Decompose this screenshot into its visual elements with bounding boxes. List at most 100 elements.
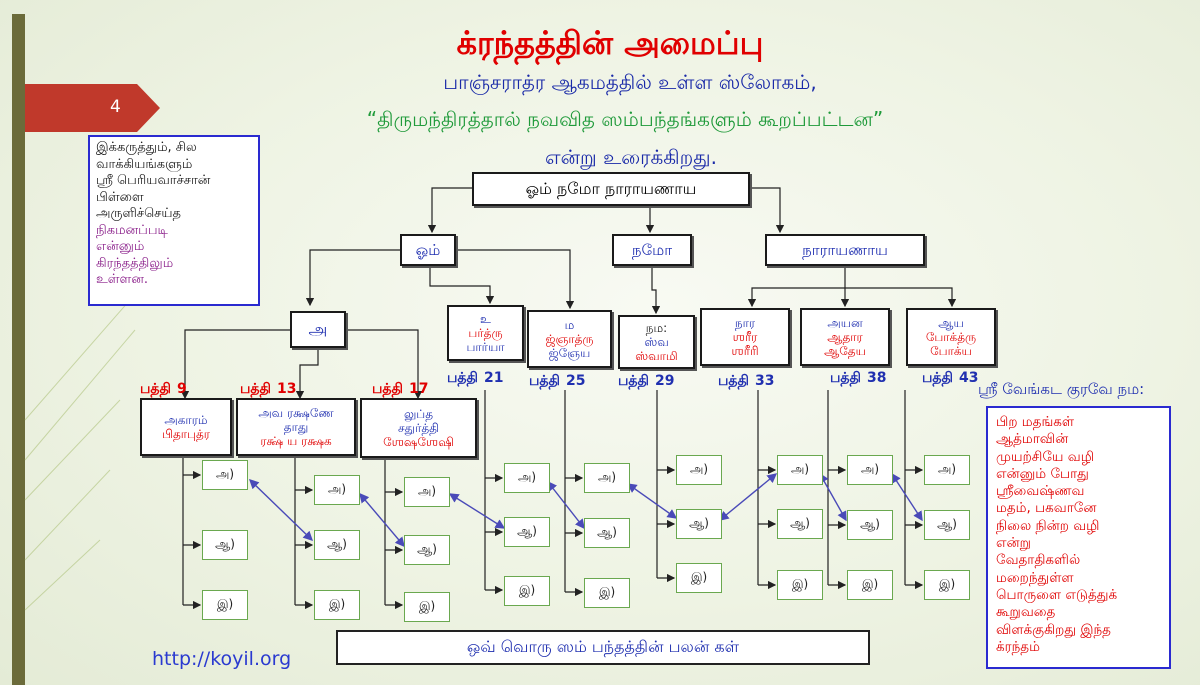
bottom-box: ஒவ் வொரு ஸம் பந்தத்தின் பலன் கள்	[336, 630, 870, 665]
subtitle-quote: “திருமந்திரத்தால் நவவித ஸம்பந்தங்களும் க…	[366, 107, 884, 131]
pathi-number: 9	[177, 381, 187, 397]
pathi-label-1: பத்தி 9	[140, 381, 187, 399]
pathi-label-7: பத்தி 33	[718, 373, 775, 391]
pathi-number: 43	[959, 370, 979, 386]
left-note-box: இக்கருத்தும், சில வாக்கியங்களும் ஸ்ரீ பெ…	[88, 135, 260, 306]
right-note-line: நிலை நின்ற வழி	[996, 517, 1100, 534]
pathi-number: 29	[655, 373, 675, 389]
group-line: உ	[480, 312, 491, 326]
right-note-line: என்னும் போது	[996, 465, 1089, 482]
namo-node: நமோ	[612, 234, 692, 266]
subtitle-line1: பாஞ்சராத்ர ஆகமத்தில் உள்ள ஸ்லோகம்,	[443, 70, 817, 94]
root-node: ஓம் நமோ நாராயணாய	[472, 172, 750, 206]
left-note-line: ஸ்ரீ பெரியவாச்சான்	[96, 173, 211, 188]
leaf-1a: அ)	[202, 460, 248, 490]
group-line: லுப்த	[403, 407, 434, 421]
left-note-line: உள்ளன.	[96, 272, 148, 287]
bottom-box-label: ஒவ் வொரு ஸம் பந்தத்தின் பலன் கள்	[466, 637, 740, 656]
leaf-3b: ஆ)	[404, 535, 450, 565]
pathi-word: பத்தி	[372, 381, 404, 397]
pathi-label-2: பத்தி13	[240, 381, 297, 399]
right-note-line: விளக்குகிறது இந்த	[996, 621, 1111, 638]
left-decoration-lines	[24, 299, 136, 611]
group-line: ஜ்ஞேய	[548, 346, 591, 360]
pathi-word: பத்தி	[718, 373, 750, 389]
right-note-line: கூறுவதை	[996, 604, 1056, 621]
pathi-label-8: பத்தி38	[830, 370, 887, 388]
pathi-label-9: பத்தி43	[922, 370, 979, 388]
pathi-number: 13	[277, 381, 297, 397]
a-node-label: அ	[308, 319, 328, 340]
group-line: ஆய	[938, 316, 964, 330]
right-note-box: பிற மதங்கள் ஆத்மாவின் முயற்சியே வழி என்ன…	[986, 406, 1171, 669]
group-line: அயன	[827, 316, 863, 330]
pathi-number: 33	[755, 373, 775, 389]
left-note-line: இக்கருத்தும், சில	[96, 140, 197, 155]
leaf-2b: ஆ)	[314, 530, 360, 560]
leaf-5c: இ)	[584, 578, 630, 608]
pathi-label-4: பத்தி 21	[447, 370, 504, 388]
group-node-9: ஆய போக்த்ரு போக்ய	[906, 308, 996, 366]
group-line: ம	[564, 318, 575, 332]
leaf-8a: அ)	[847, 455, 893, 485]
leaf-5b: ஆ)	[584, 518, 630, 548]
left-note-line: கிரந்தத்திலும்	[96, 255, 174, 271]
pathi-number: 21	[484, 370, 504, 386]
narayanaya-node-label: நாராயணாய	[802, 241, 888, 259]
pathi-word: பத்தி	[447, 370, 479, 386]
right-note-line: என்று	[996, 535, 1031, 552]
leaf-6a: அ)	[676, 455, 722, 485]
source-url: http://koyil.org	[152, 648, 292, 670]
pathi-number: 17	[409, 381, 429, 397]
group-node-3: லுப்த சதுர்த்தி ஶேஷஶேஷி	[360, 398, 477, 458]
right-note-line: பொருளை எடுத்துக்	[996, 586, 1118, 603]
leaf-1b: ஆ)	[202, 530, 248, 560]
narayanaya-node: நாராயணாய	[765, 234, 925, 266]
pathi-word: பத்தி	[529, 373, 561, 389]
leaf-6b: ஆ)	[676, 509, 722, 539]
group-line: பார்யா	[466, 340, 505, 354]
left-note-line: பிள்ளை	[96, 189, 144, 205]
slide-number: 4	[110, 97, 121, 117]
right-note-line: க்ரந்தம்	[996, 638, 1040, 655]
group-line: ஸ்வ	[644, 335, 669, 349]
pathi-label-6: பத்தி29	[618, 373, 675, 391]
namo-node-label: நமோ	[631, 241, 673, 259]
right-note-line: ஆத்மாவின்	[996, 431, 1069, 448]
group-line: தாது	[283, 420, 309, 434]
slide-number-tab: 4	[25, 84, 160, 132]
pathi-word: பத்தி	[140, 381, 172, 397]
group-node-1: அகாரம் பிதாபுத்ர	[140, 398, 232, 456]
group-line: போக்த்ரு	[925, 330, 977, 344]
leaf-6c: இ)	[676, 563, 722, 593]
leaf-4b: ஆ)	[504, 517, 550, 547]
group-line: அவ ரக்ஷணே	[258, 406, 334, 420]
group-node-5: ம ஜ்ஞாத்ரு ஜ்ஞேய	[527, 310, 612, 368]
group-line: ஜ்ஞாத்ரு	[545, 332, 594, 346]
leaf-2c: இ)	[314, 590, 360, 620]
group-node-6: நம: ஸ்வ ஸ்வாமி	[618, 315, 695, 369]
om-node: ஓம்	[400, 234, 456, 266]
group-node-7: நார ஶரீர ஶரீரி	[700, 308, 790, 366]
page-title: க்ரந்தத்தின் அமைப்பு	[456, 24, 764, 62]
group-line: ஸ்வாமி	[635, 349, 678, 363]
leaf-8b: ஆ)	[847, 510, 893, 540]
group-line: பர்த்ரு	[468, 326, 503, 340]
leaf-5a: அ)	[584, 463, 630, 493]
group-line: ரக்ஷ் ய ரக்ஷக	[260, 434, 332, 448]
pathi-word: பத்தி	[830, 370, 862, 386]
leaf-2a: அ)	[314, 475, 360, 505]
pathi-number: 25	[566, 373, 586, 389]
group-line: ஆதேய	[824, 344, 866, 358]
leaf-7a: அ)	[777, 455, 823, 485]
right-note-line: மதம், பகவானே	[996, 500, 1097, 517]
a-node: அ	[290, 311, 346, 348]
group-line: பிதாபுத்ர	[162, 427, 210, 441]
subtitle-line3: என்று உரைக்கிறது.	[545, 145, 717, 169]
group-line: ஆதார	[827, 330, 863, 344]
group-line: ஶரீர	[732, 330, 758, 344]
pathi-label-3: பத்தி 17	[372, 381, 429, 399]
left-note-line: நிகமனப்படி	[96, 222, 168, 238]
